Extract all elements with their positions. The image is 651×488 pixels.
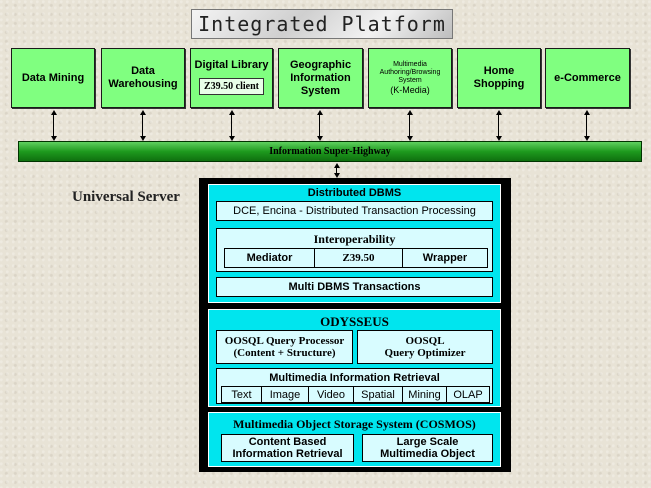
server-connector-arrow — [334, 163, 340, 178]
multi-dbms-box: Multi DBMS Transactions — [216, 277, 493, 297]
content-based-line2: Information Retrieval — [232, 448, 343, 460]
olap-box: OLAP — [446, 386, 490, 403]
large-scale-line1: Large Scale — [396, 436, 459, 448]
connector-arrow — [407, 110, 413, 141]
connector-arrow — [584, 110, 590, 141]
gis-label: Geographic Information System — [289, 58, 352, 97]
text-box: Text — [221, 386, 262, 403]
home-shopping-label: Home Shopping — [473, 65, 525, 90]
multimedia-authoring-box: Multimedia Authoring/Browsing System (K-… — [368, 48, 452, 108]
video-box: Video — [308, 386, 354, 403]
digital-library-label: Digital Library — [194, 59, 269, 71]
connector-arrow — [140, 110, 146, 141]
e-commerce-box: e-Commerce — [545, 48, 630, 108]
query-processor-box: OOSQL Query Processor (Content + Structu… — [216, 330, 353, 364]
large-scale-object-box: Large Scale Multimedia Object — [362, 434, 493, 462]
data-warehousing-label: Data Warehousing — [108, 65, 178, 90]
odysseus-title: ODYSSEUS — [320, 314, 389, 329]
e-commerce-label: e-Commerce — [554, 71, 621, 84]
z3950-client-label: Z39.50 client — [199, 78, 264, 95]
content-based-ir-box: Content Based Information Retrieval — [221, 434, 354, 462]
universal-server-label: Universal Server — [72, 189, 180, 205]
query-optimizer-line1: OOSQL — [405, 335, 445, 347]
image-box: Image — [261, 386, 309, 403]
data-warehousing-box: Data Warehousing — [101, 48, 185, 108]
connector-arrow — [496, 110, 502, 141]
wrapper-box: Wrapper — [402, 248, 488, 268]
mining-box: Mining — [402, 386, 447, 403]
data-mining-label: Data Mining — [21, 71, 85, 84]
spatial-box: Spatial — [353, 386, 403, 403]
query-processor-line1: OOSQL Query Processor — [224, 335, 345, 347]
data-mining-box: Data Mining — [11, 48, 95, 108]
k-media-label: (K-Media) — [390, 84, 430, 95]
cosmos-title: Multimedia Object Storage System (COSMOS… — [233, 417, 476, 431]
connector-arrow — [229, 110, 235, 141]
digital-library-box: Digital Library Z39.50 client — [190, 48, 273, 108]
gis-box: Geographic Information System — [278, 48, 363, 108]
large-scale-line2: Multimedia Object — [380, 448, 475, 460]
mediator-box: Mediator — [224, 248, 315, 268]
content-based-line1: Content Based — [248, 436, 327, 448]
query-optimizer-line2: Query Optimizer — [384, 347, 466, 359]
multimedia-ir-title: Multimedia Information Retrieval — [269, 372, 440, 384]
connector-arrow — [51, 110, 57, 141]
z3950-box: Z39.50 — [314, 248, 403, 268]
query-processor-line2: (Content + Structure) — [233, 347, 336, 359]
interoperability-title: Interoperability — [313, 232, 396, 246]
multimedia-authoring-label: Multimedia Authoring/Browsing System — [379, 60, 441, 84]
query-optimizer-box: OOSQL Query Optimizer — [357, 330, 493, 364]
distributed-dbms-title: Distributed DBMS — [307, 187, 402, 199]
connector-arrow — [317, 110, 323, 141]
highway-label: Information Super-Highway — [269, 146, 391, 157]
information-super-highway: Information Super-Highway — [18, 141, 642, 162]
home-shopping-box: Home Shopping — [457, 48, 541, 108]
dce-encina-box: DCE, Encina - Distributed Transaction Pr… — [216, 201, 493, 221]
diagram-title: Integrated Platform — [191, 9, 453, 39]
